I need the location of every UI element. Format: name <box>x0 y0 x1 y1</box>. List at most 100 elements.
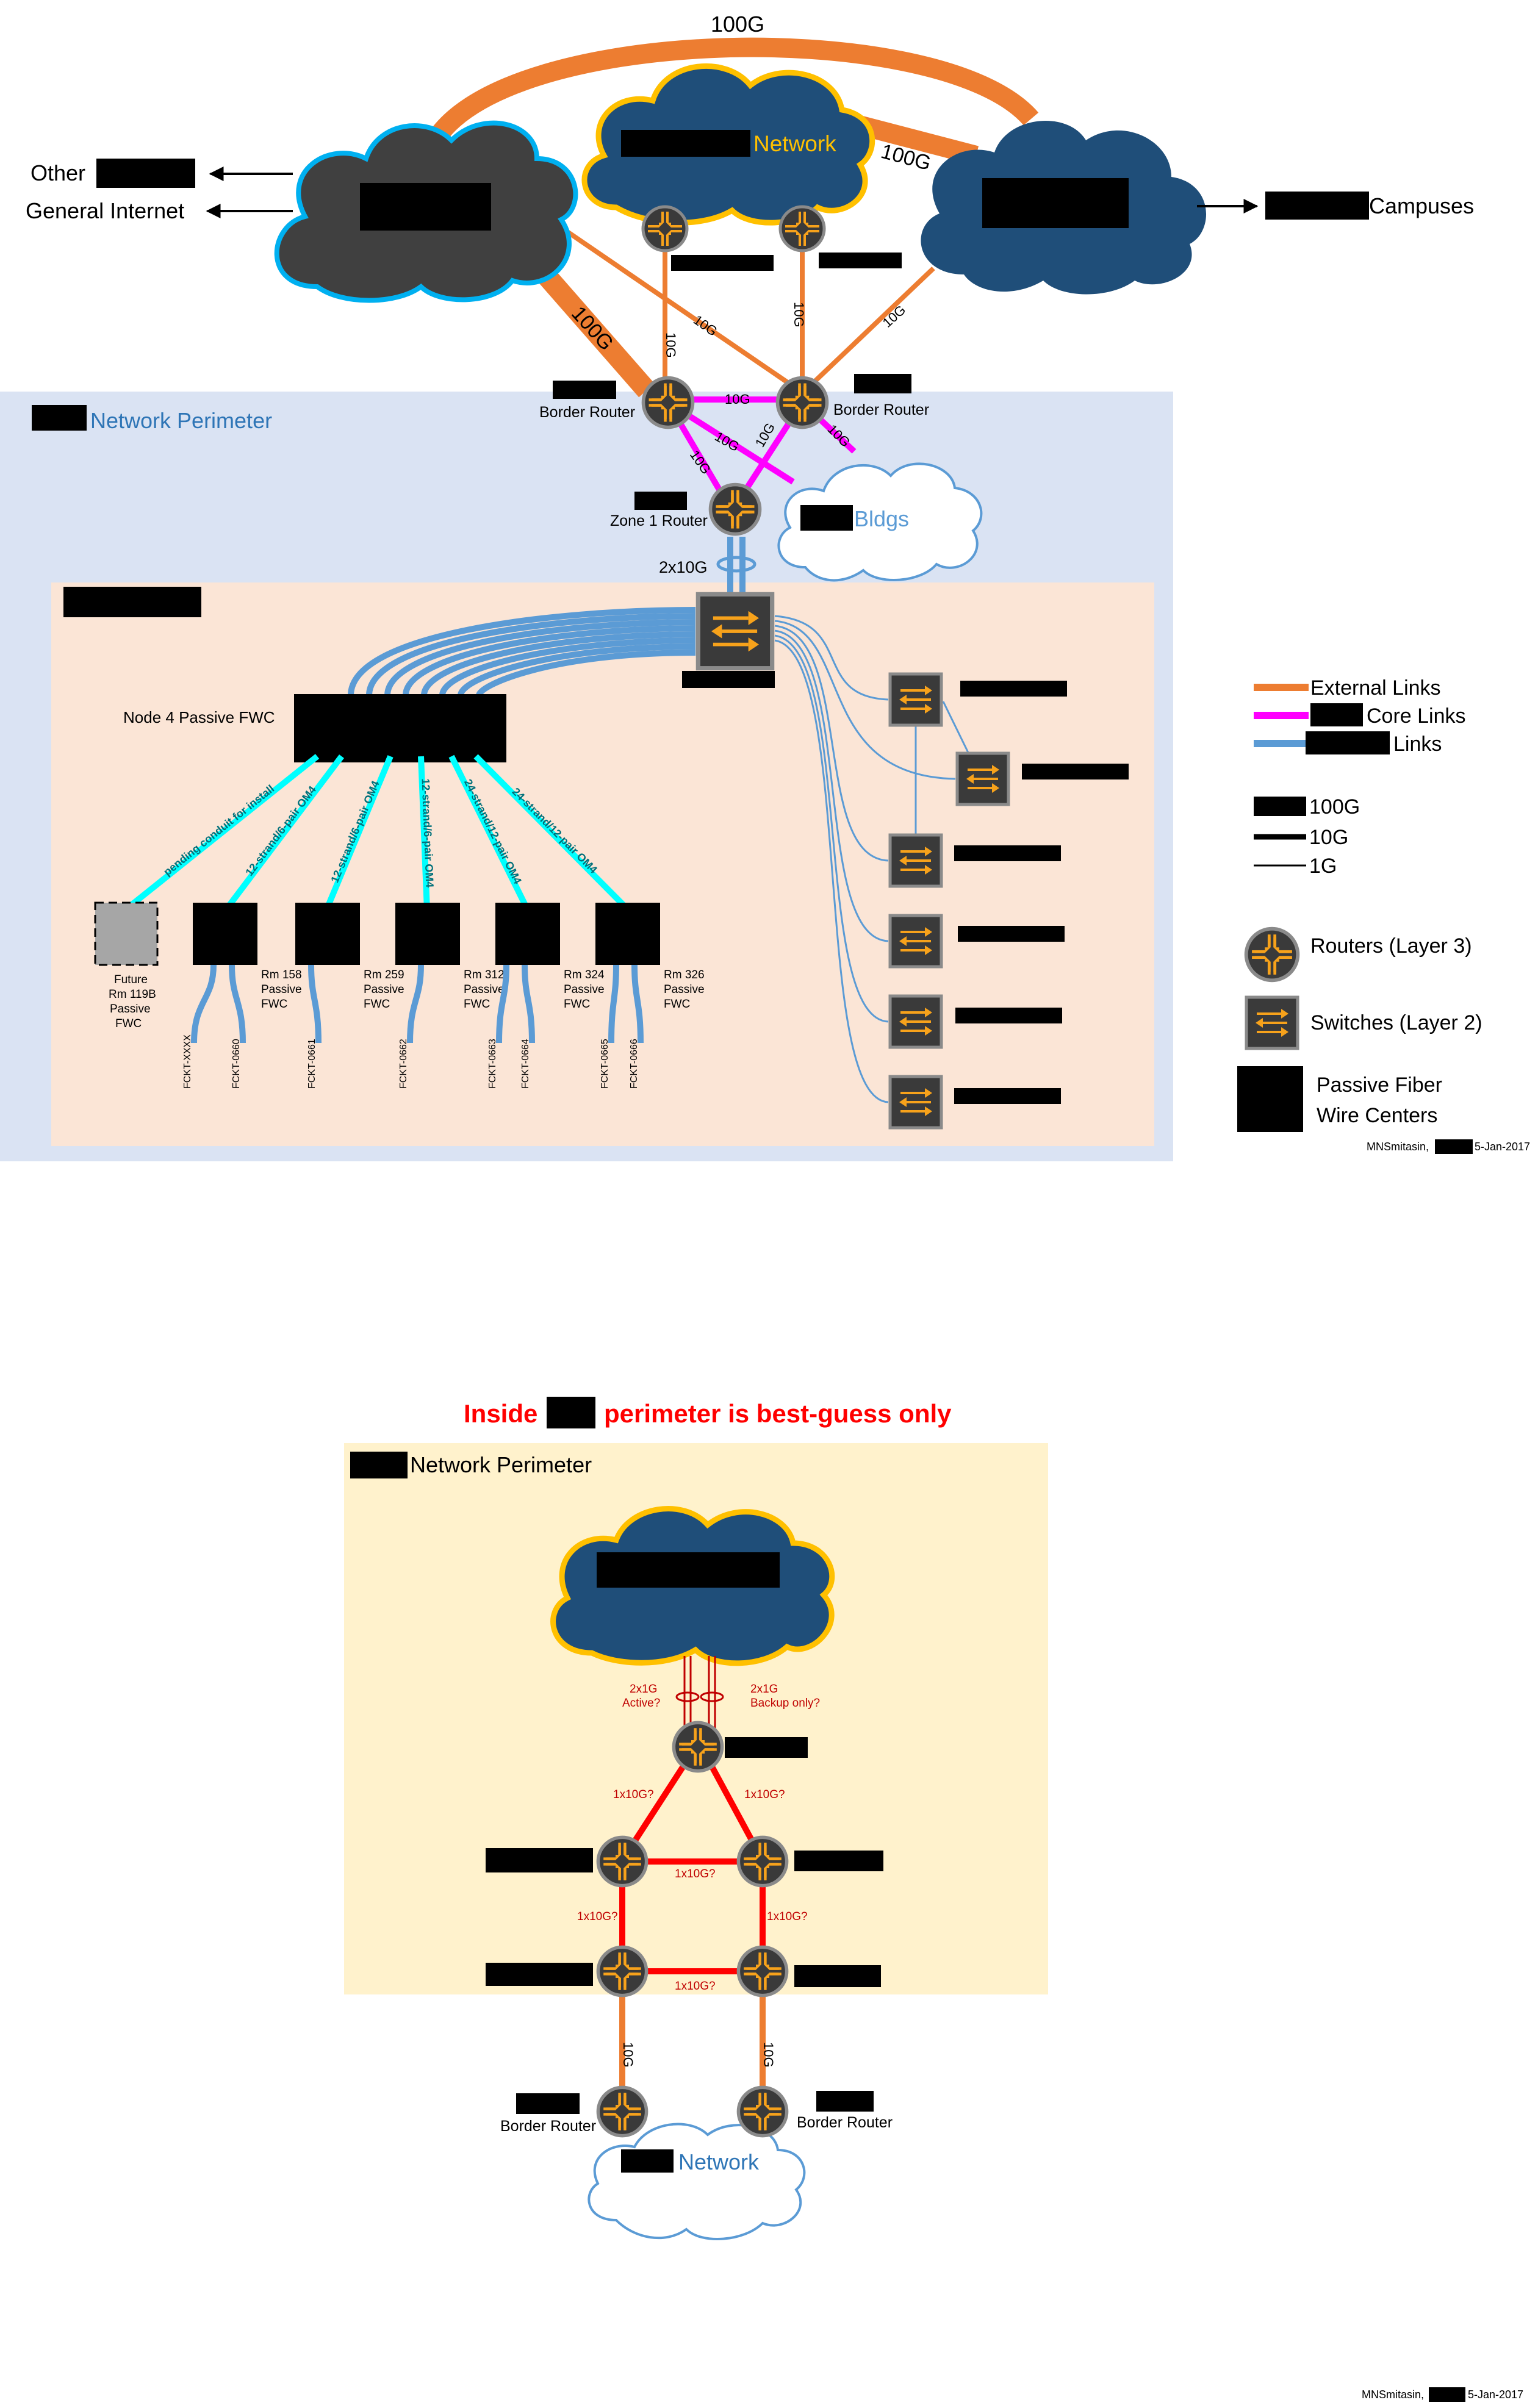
redaction-block <box>621 130 750 157</box>
router-icon <box>780 207 824 251</box>
redaction-block <box>1435 1139 1473 1154</box>
bldgs-label: Bldgs <box>854 506 909 531</box>
legend-1g-label: 1G <box>1309 855 1337 878</box>
border-router-label: Border Router <box>500 2118 596 2135</box>
fwc-cable <box>323 755 393 911</box>
mesh-link-label: 1x10G? <box>744 1788 785 1801</box>
bottom-network-label: Network <box>678 2149 760 2174</box>
room-fwc-box <box>395 903 460 965</box>
lag-ring <box>675 1691 700 1702</box>
redaction-block <box>682 671 775 688</box>
room-fwc-box <box>193 903 257 965</box>
redaction-block <box>63 587 201 617</box>
switch-icon <box>890 996 941 1047</box>
legend-routers-label: Routers (Layer 3) <box>1310 934 1472 958</box>
redaction-block <box>597 1552 780 1588</box>
redaction-block <box>1310 703 1363 726</box>
uplink-right-label: Backup only? <box>750 1697 820 1710</box>
fwc-cable <box>473 754 631 912</box>
redaction-block <box>634 492 687 510</box>
edge-link-label: 10G <box>761 2042 776 2068</box>
legend-100g-swatch <box>1254 797 1306 816</box>
room-fwc-label: FWC <box>564 998 590 1011</box>
fckt-label: FCKT-0663 <box>487 1039 498 1089</box>
mesh-link-label: 1x10G? <box>613 1788 654 1801</box>
redaction-block <box>671 255 774 271</box>
network-cloud-label: Network <box>753 131 836 156</box>
room-fwc-label: Rm 259 <box>364 969 404 981</box>
router-icon <box>738 1837 786 1885</box>
link-1g <box>774 620 956 780</box>
uplink-right-label: 2x1G <box>750 1683 778 1696</box>
lag-ring <box>716 556 756 573</box>
link-10g-a <box>566 229 801 393</box>
room-fwc-label: Passive <box>261 983 302 996</box>
room-fwc-box <box>595 903 660 965</box>
fwc-cable <box>123 754 320 912</box>
uplink-label: 10G <box>663 332 678 358</box>
link-100g-label: 100G <box>711 12 764 37</box>
redaction-block <box>1265 192 1369 220</box>
fiber-bundle <box>348 607 696 697</box>
link-1g <box>774 634 889 1023</box>
credit-date: 5-Jan-2017 <box>1475 1141 1530 1153</box>
legend-fwc-label: Passive Fiber <box>1317 1073 1442 1097</box>
room-fwc-label: Passive <box>564 983 605 996</box>
node4-fwc-block <box>294 694 506 762</box>
redaction-block <box>819 253 902 268</box>
redaction-block <box>486 1963 593 1986</box>
fckt-label: FCKT-XXXX <box>182 1034 193 1089</box>
room-fwc-box <box>295 903 360 965</box>
router-icon <box>598 2087 646 2135</box>
mesh-link-label: 1x10G? <box>767 1910 808 1923</box>
router-icon <box>738 1947 786 1995</box>
credit-name: MNSmitasin, <box>1367 1141 1429 1153</box>
redaction-block <box>954 845 1061 861</box>
redaction-block <box>725 1737 808 1758</box>
router-icon <box>1246 929 1298 981</box>
mesh-link-label: 1x10G? <box>577 1910 618 1923</box>
redaction-block <box>621 2149 674 2173</box>
redaction-block <box>516 2093 580 2114</box>
fckt-label: FCKT-0661 <box>307 1039 317 1089</box>
internet-cloud <box>274 120 578 303</box>
legend-switches-label: Switches (Layer 2) <box>1310 1011 1482 1034</box>
redaction-block <box>800 505 853 531</box>
legend-blue-label: Links <box>1393 733 1442 756</box>
link-100g-arc <box>417 37 1039 162</box>
switch-icon <box>890 916 941 967</box>
future-fwc-label: FWC <box>115 1017 142 1030</box>
fiber-cable <box>384 619 696 696</box>
campuses-label: Campuses <box>1369 193 1474 218</box>
link-10g-b <box>803 267 935 392</box>
fckt-label: FCKT-0662 <box>398 1039 409 1089</box>
fckt-cable <box>608 964 619 1044</box>
router-icon <box>711 485 760 534</box>
future-fwc-label: Future <box>114 973 148 986</box>
room-fwc-label: FWC <box>261 998 287 1011</box>
fiber-cable <box>421 631 696 696</box>
node-area <box>51 582 1154 1146</box>
redaction-block <box>1022 764 1129 779</box>
room-fwc-label: Rm 312 <box>464 969 505 981</box>
fwc-cable <box>418 756 430 911</box>
switch-icon <box>957 753 1008 804</box>
bottom-network-cloud: Network <box>588 2123 806 2240</box>
room-fwc-label: FWC <box>364 998 390 1011</box>
campuses-cloud <box>921 120 1207 295</box>
router-icon <box>778 378 827 428</box>
room-fwc-box <box>495 903 560 965</box>
room-fwc-label: Rm 324 <box>564 969 605 981</box>
future-fwc-label: Passive <box>110 1003 151 1016</box>
fckt-cable <box>631 964 644 1044</box>
warning-text: Inside <box>464 1399 537 1428</box>
room-fwc-label: FWC <box>464 998 490 1011</box>
uplink-label: 10G <box>880 302 909 330</box>
fiber-cable <box>476 650 696 697</box>
fckt-cable <box>229 964 246 1044</box>
uplink-left-label: 2x1G <box>630 1683 657 1696</box>
uplink-left-label: Active? <box>622 1697 660 1710</box>
fwc-cable <box>223 754 344 912</box>
core-link-label: 10G <box>725 392 750 407</box>
